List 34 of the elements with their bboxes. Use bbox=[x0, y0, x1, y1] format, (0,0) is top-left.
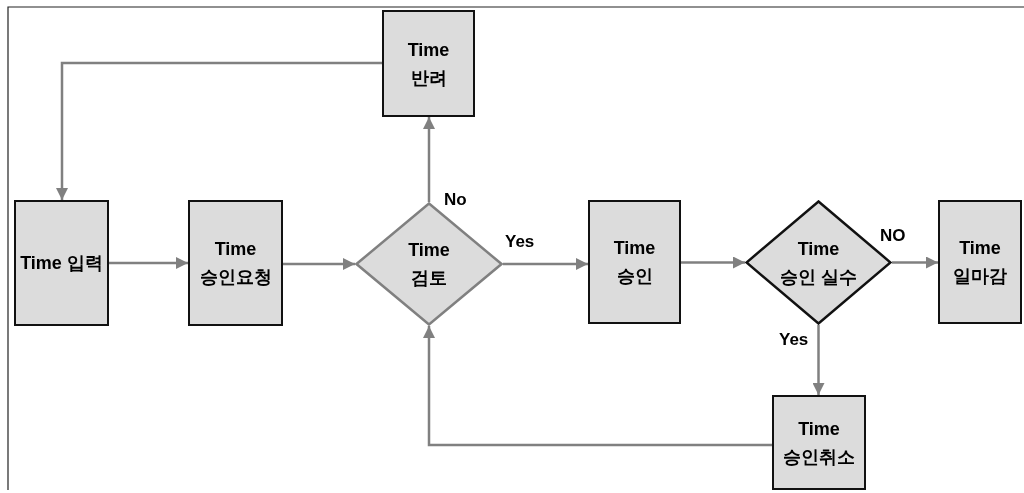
edge-label: NO bbox=[880, 226, 906, 245]
node-label: 승인 실수 bbox=[780, 266, 857, 287]
arrow bbox=[423, 117, 435, 202]
process-box bbox=[588, 200, 681, 324]
node-label: Time bbox=[214, 239, 257, 259]
node-label: 검토 bbox=[411, 268, 447, 288]
edge-label: Yes bbox=[779, 330, 809, 349]
node-label: 일마감 bbox=[953, 266, 1007, 286]
node-label: Time bbox=[797, 238, 840, 259]
node-label: 승인취소 bbox=[783, 446, 855, 467]
process-box bbox=[938, 200, 1022, 324]
node-label: 반려 bbox=[410, 67, 447, 88]
node-label: Time bbox=[798, 418, 840, 439]
arrow bbox=[283, 258, 355, 270]
node-label: Time bbox=[408, 240, 450, 260]
process-box bbox=[382, 10, 475, 117]
arrow bbox=[423, 326, 772, 447]
arrow bbox=[892, 256, 938, 269]
process-box bbox=[188, 200, 283, 326]
node-label: 승인요청 bbox=[199, 267, 272, 287]
node-label: 승인 bbox=[616, 266, 653, 286]
process-box bbox=[14, 200, 109, 326]
edge-label: No bbox=[444, 190, 467, 209]
edge-label: Yes bbox=[505, 232, 535, 251]
process-box bbox=[772, 395, 866, 490]
node-label: Time bbox=[613, 238, 656, 258]
node-label: Time bbox=[959, 238, 1001, 258]
arrow bbox=[503, 258, 588, 270]
arrow bbox=[681, 256, 745, 269]
node-label: Time 입력 bbox=[20, 253, 103, 273]
arrow bbox=[56, 61, 382, 200]
arrow bbox=[812, 325, 825, 395]
arrow bbox=[109, 257, 188, 269]
node-label: Time bbox=[407, 39, 450, 60]
